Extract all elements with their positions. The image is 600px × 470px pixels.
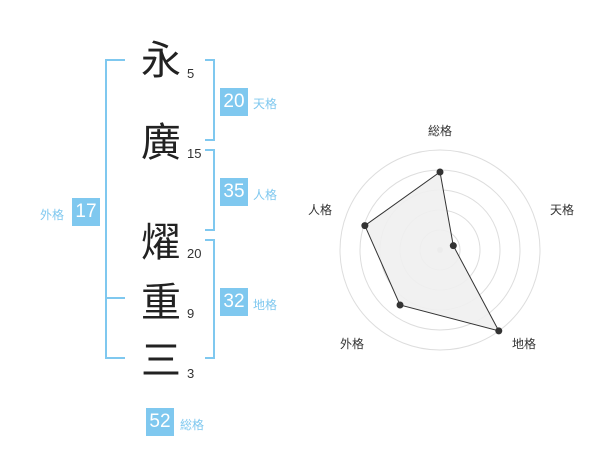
radar-point-1 <box>449 242 457 250</box>
radar-point-4 <box>361 222 369 230</box>
jinkaku-label: 人格 <box>253 188 278 202</box>
name-char-4: 重 <box>141 280 181 326</box>
stroke-count-2: 15 <box>187 146 202 161</box>
tenkaku-label: 天格 <box>253 97 278 111</box>
gaikaku-value: 17 <box>72 198 100 226</box>
radar-axis-label-soukaku: 総格 <box>427 124 452 138</box>
stroke-count-1: 5 <box>187 66 195 81</box>
stroke-count-4: 9 <box>187 306 195 321</box>
radar-axis-label-jinkaku: 人格 <box>307 203 332 217</box>
radar-axis-label-tenkaku: 天格 <box>549 203 574 217</box>
gaikaku-bracket <box>105 59 125 359</box>
tenkaku-value: 20 <box>220 88 248 116</box>
soukaku-value: 52 <box>146 408 174 436</box>
radar-point-3 <box>396 301 404 309</box>
radar-grid-ring <box>339 149 541 351</box>
chikaku-value: 32 <box>220 288 248 316</box>
name-char-3: 燿 <box>141 220 181 266</box>
name-char-2: 廣 <box>141 120 181 166</box>
radar-chart <box>339 149 541 351</box>
name-char-5: 三 <box>141 338 181 384</box>
name-char-1: 永 <box>141 38 181 84</box>
jinkaku-value: 35 <box>220 178 248 206</box>
jinkaku-bracket <box>205 149 215 231</box>
soukaku-label: 総格 <box>180 418 205 432</box>
stroke-count-5: 3 <box>187 366 195 381</box>
radar-series-polygon <box>364 171 500 332</box>
stroke-count-3: 20 <box>187 246 202 261</box>
tenkaku-bracket <box>205 59 215 141</box>
gaikaku-label: 外格 <box>40 208 65 222</box>
chikaku-label: 地格 <box>253 298 278 312</box>
radar-point-2 <box>495 327 503 335</box>
radar-axis-label-gaikaku: 外格 <box>339 337 364 351</box>
radar-axis-label-chikaku: 地格 <box>511 337 536 351</box>
radar-point-0 <box>436 168 444 176</box>
chikaku-bracket <box>205 239 215 359</box>
